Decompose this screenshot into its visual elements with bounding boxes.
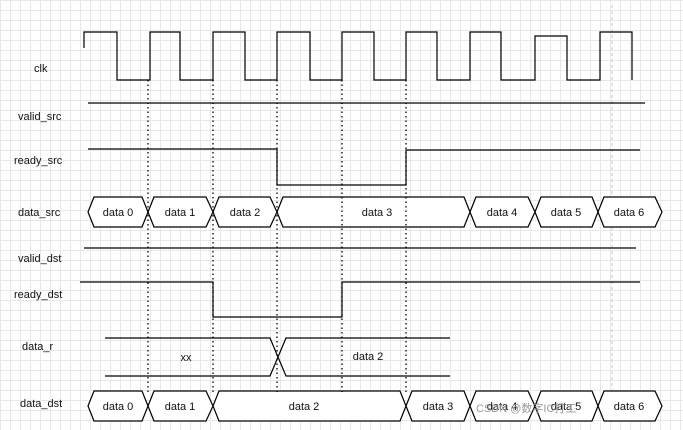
data-dst-text-2: data 2 [289, 401, 320, 413]
data-dst-text-1: data 1 [165, 401, 196, 413]
label-clk: clk [34, 63, 48, 75]
data-dst-bus: data 0 data 1 data 2 data 3 data 4 data … [87, 390, 663, 422]
data-dst-text-3: data 3 [423, 401, 454, 413]
label-ready-dst: ready_dst [14, 289, 62, 301]
data-dst-text-0: data 0 [103, 401, 134, 413]
data-src-text-3: data 3 [362, 207, 393, 219]
ready-dst-waveform [80, 281, 640, 318]
data-dst-seg-6 [597, 390, 663, 422]
watermark-text: CSDN @数字IC打工 [476, 401, 576, 415]
label-valid-dst: valid_dst [18, 253, 61, 265]
data-src-text-1: data 1 [165, 207, 196, 219]
data-r-text-0: xx [181, 352, 193, 364]
data-src-text-6: data 6 [614, 207, 645, 219]
data-dst-text-6: data 6 [614, 401, 645, 413]
data-src-text-4: data 4 [487, 207, 518, 219]
data-dst-text-5: data 5 [551, 401, 582, 413]
clock-edge-guides [147, 80, 407, 392]
data-dst-text-4: data 4 [487, 401, 518, 413]
data-src-text-5: data 5 [551, 207, 582, 219]
data-src-text-2: data 2 [230, 207, 261, 219]
data-r-bus: xx data 2 [105, 337, 450, 377]
label-valid-src: valid_src [18, 111, 62, 123]
data-r-text-1: data 2 [353, 351, 384, 363]
data-src-text-0: data 0 [103, 207, 134, 219]
ready-src-waveform [88, 148, 640, 186]
clk-waveform [83, 31, 633, 81]
label-ready-src: ready_src [14, 155, 63, 167]
label-data-src: data_src [18, 207, 61, 219]
label-data-r: data_r [22, 341, 54, 353]
label-data-dst: data_dst [20, 398, 62, 410]
data-src-seg-6 [597, 196, 663, 228]
data-src-bus: data 0 data 1 data 2 data 3 data 4 data … [87, 196, 663, 228]
